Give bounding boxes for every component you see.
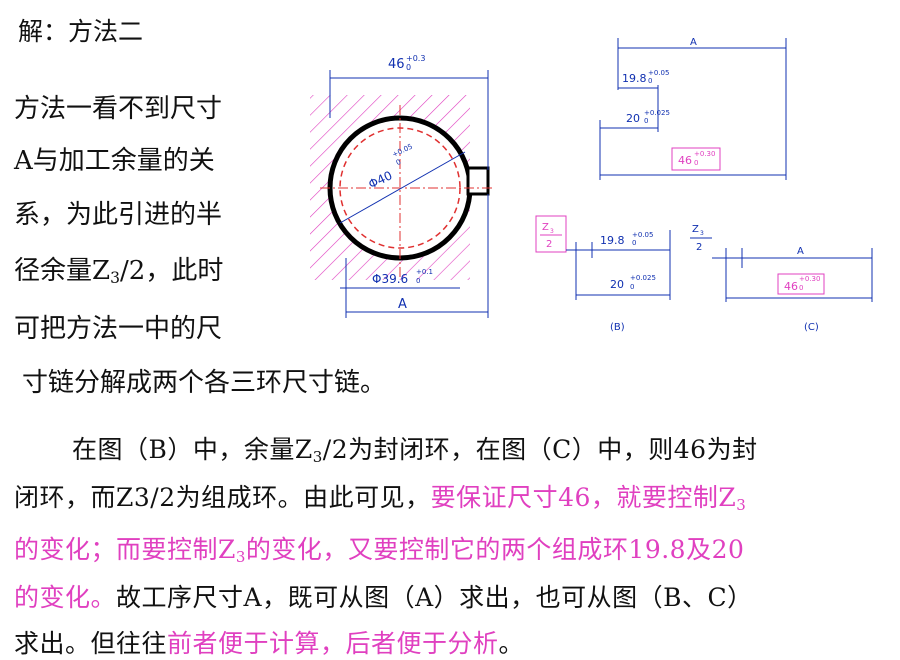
para5-a: 求出。但往往 xyxy=(14,629,168,658)
diagram-a: 46 +0.3 0 Φ40 +0.05 0 Φ39.6 +0.1 0 A xyxy=(310,54,495,318)
chain-a-label: A xyxy=(690,37,697,48)
b-d1-low: 0 xyxy=(632,239,636,247)
a-dim-label: A xyxy=(398,297,407,312)
para5-end: 。 xyxy=(498,629,525,658)
para2-pink: 要保证尺寸46，就要控制Z xyxy=(430,483,737,512)
c-a-label: A xyxy=(797,246,804,257)
b-d1: 19.8 xyxy=(600,234,625,247)
b-z-box xyxy=(535,215,567,253)
z-symbol: Z xyxy=(92,256,111,286)
chain-d1-low: 0 xyxy=(648,77,652,85)
left-line-4: 径余量Z3/2，此时 xyxy=(14,250,223,287)
z-subscript: 3 xyxy=(110,268,121,287)
chain-d2: 20 xyxy=(626,112,640,125)
c-caption: (C) xyxy=(804,322,819,333)
dia-inner-up: +0.1 xyxy=(416,268,433,276)
left-line-4-b: /2，此时 xyxy=(120,256,224,286)
para-line-5: 求出。但往往前者便于计算，后者便于分析。 xyxy=(14,624,524,660)
top-tol-low: 0 xyxy=(406,63,411,72)
top-tol-up: +0.3 xyxy=(406,54,425,63)
c-z-num: Z xyxy=(692,224,699,235)
heading: 解：方法二 xyxy=(18,17,144,46)
c-d3: 46 xyxy=(784,280,798,293)
para-line-3: 的变化；而要控制Z3的变化，又要控制它的两个组成环19.8及20 xyxy=(14,530,744,566)
left-line-1: 方法一看不到尺寸 xyxy=(14,94,223,124)
left-line-3: 系，为此引进的半 xyxy=(14,200,223,230)
chain-d2-low: 0 xyxy=(644,117,648,125)
para1-sub: 3 xyxy=(312,447,323,466)
chain-d2-up: +0.025 xyxy=(644,109,670,117)
para4-pink: 的变化。 xyxy=(14,583,117,612)
chain-d1: 19.8 xyxy=(622,72,647,85)
para3-b: 的变化，又要控制它的两个组成环19.8及20 xyxy=(245,535,745,564)
left-line-2: A与加工余量的关 xyxy=(14,146,215,176)
para3-a: 的变化；而要控制Z xyxy=(14,535,236,564)
c-d3-up: +0.30 xyxy=(799,275,820,283)
top-dim-value: 46 xyxy=(388,57,405,72)
dia-inner-low: 0 xyxy=(416,277,420,285)
diagram-c: Z 3 2 A 46 +0.30 0 (C) xyxy=(690,224,873,333)
b-d2: 20 xyxy=(610,278,624,291)
para-line-1: 在图（B）中，余量Z3/2为封闭环，在图（C）中，则46为封 xyxy=(72,430,758,466)
diameter-line xyxy=(339,151,466,224)
para2-a: 闭环，而Z3/2为组成环。由此可见， xyxy=(14,483,431,512)
para-line-4: 的变化。故工序尺寸A，既可从图（A）求出，也可从图（B、C） xyxy=(14,578,753,614)
diagram-b: Z 3 2 19.8 +0.05 0 20 +0.025 0 (B) xyxy=(535,215,671,333)
dia-inner-label: Φ39.6 xyxy=(372,272,408,286)
b-z-sub: 3 xyxy=(550,228,554,235)
chain-d3: 46 xyxy=(678,154,692,167)
b-d1-up: +0.05 xyxy=(632,231,653,239)
para5-pink: 前者便于计算，后者便于分析 xyxy=(167,629,499,658)
c-d3-low: 0 xyxy=(799,284,803,292)
para2-sub: 3 xyxy=(736,495,747,514)
left-line-6: 寸链分解成两个各三环尺寸链。 xyxy=(22,368,387,398)
diagram-chain: A 19.8 +0.05 0 20 +0.025 0 46 +0.30 0 xyxy=(599,37,787,180)
keyway xyxy=(466,166,490,196)
b-z-den: 2 xyxy=(546,239,552,250)
c-d3-box xyxy=(777,273,825,295)
para4-rest: 故工序尺寸A，既可从图（A）求出，也可从图（B、C） xyxy=(116,583,753,612)
b-d2-low: 0 xyxy=(630,283,634,291)
chain-d3-up: +0.30 xyxy=(694,150,715,158)
para-line-2: 闭环，而Z3/2为组成环。由此可见，要保证尺寸46，就要控制Z3 xyxy=(14,478,746,514)
chain-d3-low: 0 xyxy=(694,159,698,167)
c-z-sub: 3 xyxy=(700,230,704,237)
chain-d1-up: +0.05 xyxy=(648,69,669,77)
chain-d3-box xyxy=(671,147,721,171)
left-line-5: 可把方法一中的尺 xyxy=(14,314,223,344)
para3-sub: 3 xyxy=(235,547,246,566)
b-caption: (B) xyxy=(610,322,625,333)
para1-a: 在图（B）中，余量Z xyxy=(72,435,313,464)
c-z-den: 2 xyxy=(696,242,702,253)
b-d2-up: +0.025 xyxy=(630,274,656,282)
left-line-4-a: 径余量 xyxy=(14,256,93,286)
dia-outer-low: 0 xyxy=(395,158,402,167)
b-z-num: Z xyxy=(542,222,549,233)
para1-b: /2为封闭环，在图（C）中，则46为封 xyxy=(322,435,758,464)
